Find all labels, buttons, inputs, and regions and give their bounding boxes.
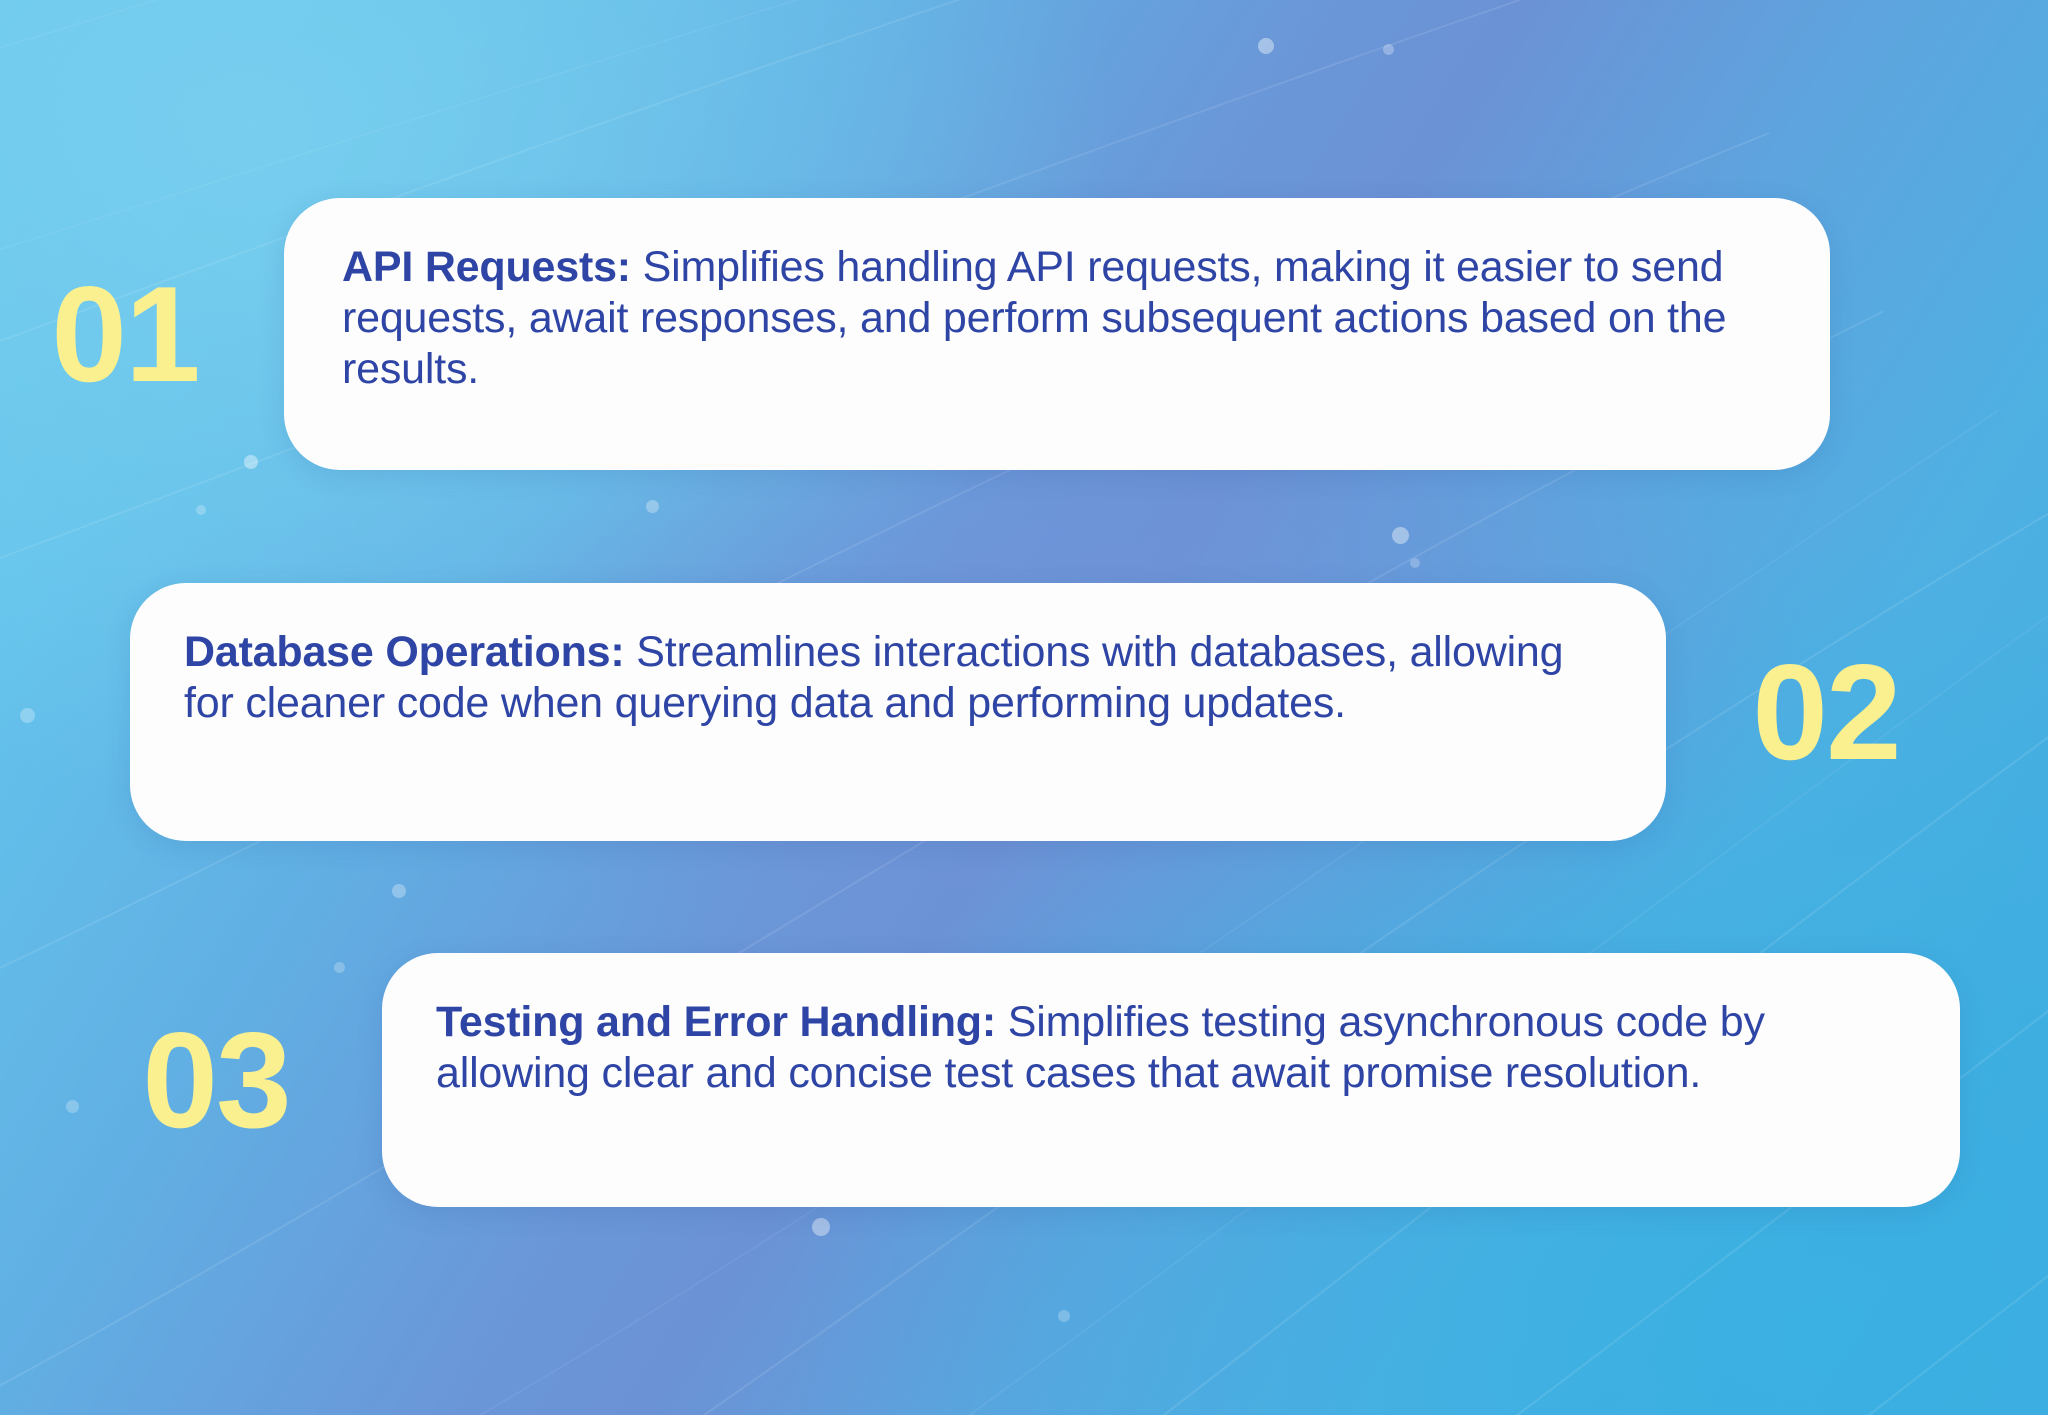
item-label: Database Operations:	[184, 628, 625, 676]
item-label: Testing and Error Handling:	[436, 998, 996, 1046]
item-number: 03	[142, 1004, 291, 1156]
list-item: 03 Testing and Error Handling: Simplifie…	[92, 953, 1960, 1207]
list-item: 01 API Requests: Simplifies handling API…	[0, 198, 1830, 470]
item-card: API Requests: Simplifies handling API re…	[284, 198, 1830, 470]
item-text: Database Operations: Streamlines interac…	[184, 627, 1610, 729]
item-text: API Requests: Simplifies handling API re…	[342, 242, 1774, 395]
item-label: API Requests:	[342, 243, 631, 291]
item-number: 02	[1752, 636, 1901, 788]
item-card: Testing and Error Handling: Simplifies t…	[382, 953, 1960, 1207]
item-description: Streamlines interactions with databases,…	[184, 628, 1564, 728]
item-number: 01	[51, 258, 200, 410]
item-description: Simplifies testing asynchronous code by …	[436, 998, 1765, 1098]
item-text: Testing and Error Handling: Simplifies t…	[436, 997, 1904, 1099]
item-description: Simplifies handling API requests, making…	[342, 243, 1727, 394]
item-card: Database Operations: Streamlines interac…	[130, 583, 1666, 841]
list-item: Database Operations: Streamlines interac…	[130, 583, 1956, 841]
